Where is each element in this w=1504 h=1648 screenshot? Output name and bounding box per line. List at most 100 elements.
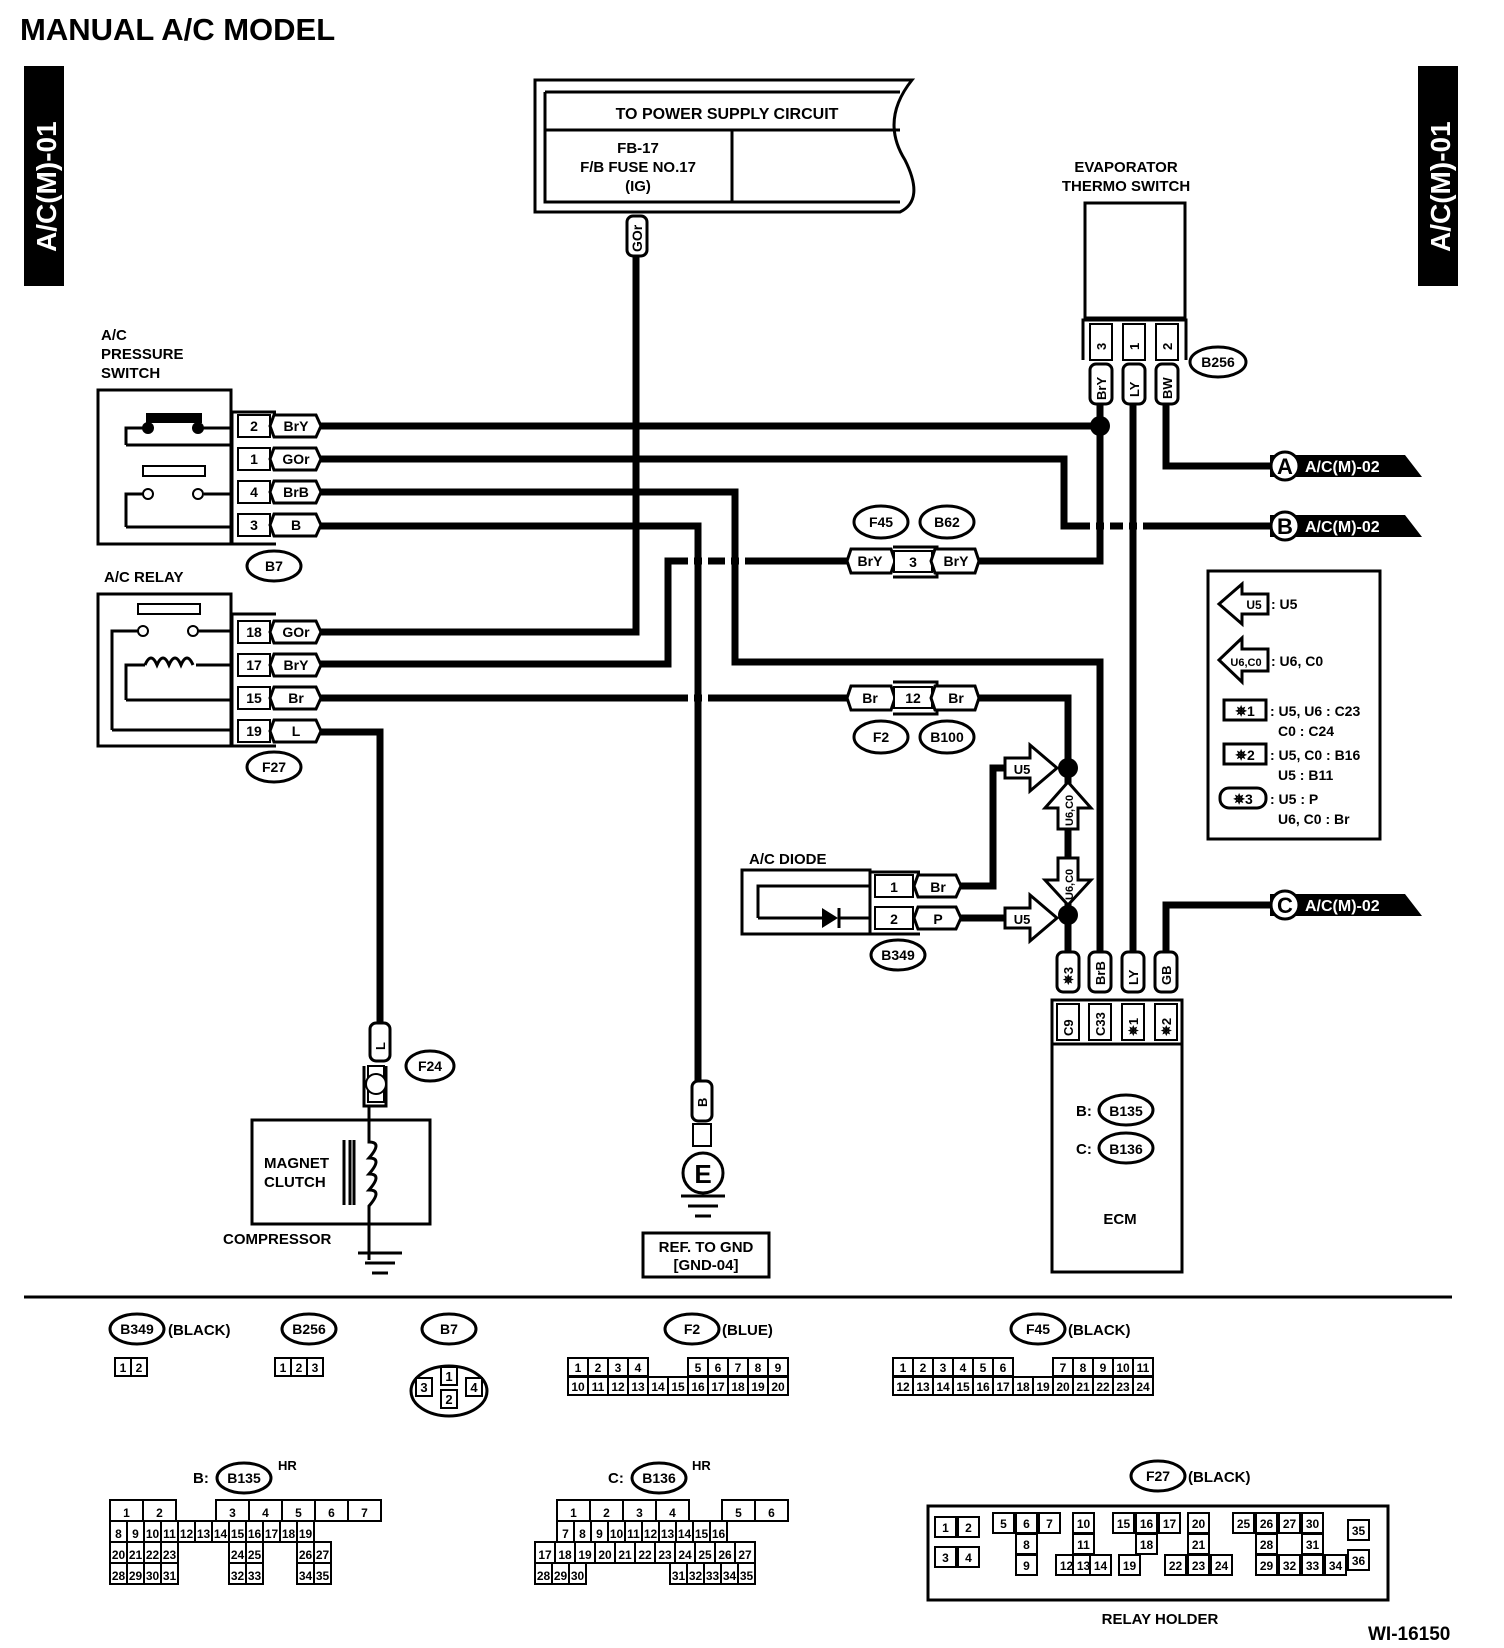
- connector-pin: [1132, 1376, 1154, 1396]
- svg-text:B136: B136: [642, 1470, 676, 1486]
- svg-text:20: 20: [598, 1548, 612, 1562]
- ground-point: B E REF. TO GND [GND-04]: [641, 1079, 771, 1279]
- svg-text:16: 16: [976, 1380, 990, 1394]
- diode-icon: [822, 908, 838, 928]
- svg-text:F2: F2: [873, 729, 890, 745]
- svg-text:2: 2: [920, 1361, 927, 1375]
- svg-text:24: 24: [231, 1548, 245, 1562]
- svg-text:10: 10: [1077, 1517, 1091, 1531]
- svg-text:32: 32: [231, 1569, 245, 1583]
- u5-arrow-icon: [1003, 741, 1060, 795]
- svg-text:19: 19: [751, 1380, 765, 1394]
- svg-text:15: 15: [956, 1380, 970, 1394]
- svg-text:BrY: BrY: [1094, 377, 1109, 400]
- connector-pin: [313, 1562, 332, 1585]
- svg-text:B7: B7: [440, 1321, 458, 1337]
- svg-text:7: 7: [361, 1506, 368, 1520]
- svg-text:LY: LY: [1127, 381, 1142, 397]
- svg-text:11: 11: [592, 1380, 605, 1394]
- svg-text:RELAY HOLDER: RELAY HOLDER: [1102, 1611, 1219, 1628]
- svg-text:17: 17: [538, 1548, 552, 1562]
- connector-pin: [245, 1562, 264, 1585]
- svg-text:U5 : B11: U5 : B11: [1278, 767, 1333, 783]
- svg-text:A/C RELAY: A/C RELAY: [104, 569, 183, 586]
- relay-holder-pin: [1324, 1554, 1347, 1576]
- svg-text:18: 18: [1140, 1538, 1154, 1552]
- f27-wire-tag: [268, 619, 323, 645]
- svg-text:22: 22: [638, 1548, 652, 1562]
- relay-holder-pin: [1015, 1554, 1038, 1576]
- svg-text:: U5, C0 : B16: : U5, C0 : B16: [1270, 747, 1360, 763]
- svg-text:10: 10: [610, 1527, 624, 1541]
- connector-b349-label: B349: [881, 947, 915, 963]
- svg-text:: U6, C0: : U6, C0: [1271, 653, 1323, 669]
- svg-text:U6,C0: U6,C0: [1064, 795, 1076, 826]
- svg-text:11: 11: [1077, 1538, 1090, 1552]
- svg-text:32: 32: [689, 1569, 703, 1583]
- connector-pin: [347, 1499, 382, 1522]
- svg-text:23: 23: [658, 1548, 672, 1562]
- svg-text:17: 17: [1163, 1517, 1177, 1531]
- svg-text:4: 4: [960, 1361, 967, 1375]
- svg-text:14: 14: [678, 1527, 692, 1541]
- svg-text:18: 18: [558, 1548, 572, 1562]
- joint-f2-b100: Br 12 Br F2 B100: [845, 680, 981, 755]
- svg-text:35: 35: [1352, 1524, 1366, 1538]
- svg-text:3: 3: [1094, 343, 1109, 350]
- svg-text:5: 5: [980, 1361, 987, 1375]
- f27-wire-tag: [268, 718, 323, 744]
- page-title: MANUAL A/C MODEL: [20, 12, 335, 47]
- svg-text:20: 20: [1056, 1380, 1070, 1394]
- svg-text:13: 13: [197, 1527, 211, 1541]
- svg-text:17: 17: [265, 1527, 279, 1541]
- svg-text:26: 26: [299, 1548, 313, 1562]
- wire-br-ecm: [975, 694, 1072, 915]
- svg-text:9: 9: [1100, 1361, 1107, 1375]
- b7-wire-color: GOr: [282, 451, 310, 467]
- offpage-a-letter: A: [1277, 454, 1293, 479]
- svg-text:18: 18: [731, 1380, 745, 1394]
- offpage-c[interactable]: C A/C(M)-02: [1269, 889, 1422, 921]
- f27-pin-number: 15: [246, 690, 262, 706]
- ecm-wire-tag: [1087, 950, 1113, 994]
- svg-text:8: 8: [755, 1361, 762, 1375]
- svg-text:26: 26: [1260, 1517, 1274, 1531]
- relay-holder-pin: [1187, 1554, 1210, 1576]
- u6c0-arrow-down-icon: [1041, 856, 1095, 908]
- offpage-a[interactable]: A A/C(M)-02: [1269, 450, 1422, 482]
- svg-text:28: 28: [1260, 1538, 1274, 1552]
- svg-text:12: 12: [905, 690, 921, 706]
- offpage-b[interactable]: B A/C(M)-02: [1269, 510, 1422, 542]
- svg-text:13: 13: [631, 1380, 645, 1394]
- joint-f45-b62: F45 B62 BrY 3 BrY: [845, 504, 981, 579]
- svg-text:17: 17: [996, 1380, 1010, 1394]
- svg-text:B100: B100: [930, 729, 964, 745]
- svg-text:11: 11: [1137, 1361, 1150, 1375]
- svg-text:: U5: : U5: [1271, 596, 1298, 612]
- svg-text:5: 5: [735, 1506, 742, 1520]
- f27-pin-number: 18: [246, 624, 262, 640]
- wire-gor-power: [320, 256, 640, 636]
- svg-text:7: 7: [1060, 1361, 1067, 1375]
- ecm-wire-tag: [1153, 950, 1179, 994]
- svg-text:4: 4: [669, 1506, 676, 1520]
- f27-wire-tag: [268, 685, 323, 711]
- svg-text:13: 13: [916, 1380, 930, 1394]
- svg-text:B135: B135: [227, 1470, 261, 1486]
- svg-text:31: 31: [1306, 1538, 1320, 1552]
- svg-text:7: 7: [1046, 1517, 1053, 1531]
- svg-text:18: 18: [282, 1527, 296, 1541]
- power-supply-line3: (IG): [625, 178, 651, 195]
- wires: [320, 256, 1270, 1085]
- f27-wire-color: GOr: [282, 624, 310, 640]
- svg-text:1: 1: [280, 1361, 287, 1375]
- svg-text:30: 30: [571, 1569, 585, 1583]
- power-supply-box: TO POWER SUPPLY CIRCUIT FB-17 F/B FUSE N…: [533, 78, 916, 214]
- wire-bw: [1162, 392, 1270, 470]
- ground-symbol-icon: [358, 1251, 402, 1275]
- svg-text:2: 2: [595, 1361, 602, 1375]
- b7-pin-number: 1: [250, 451, 258, 467]
